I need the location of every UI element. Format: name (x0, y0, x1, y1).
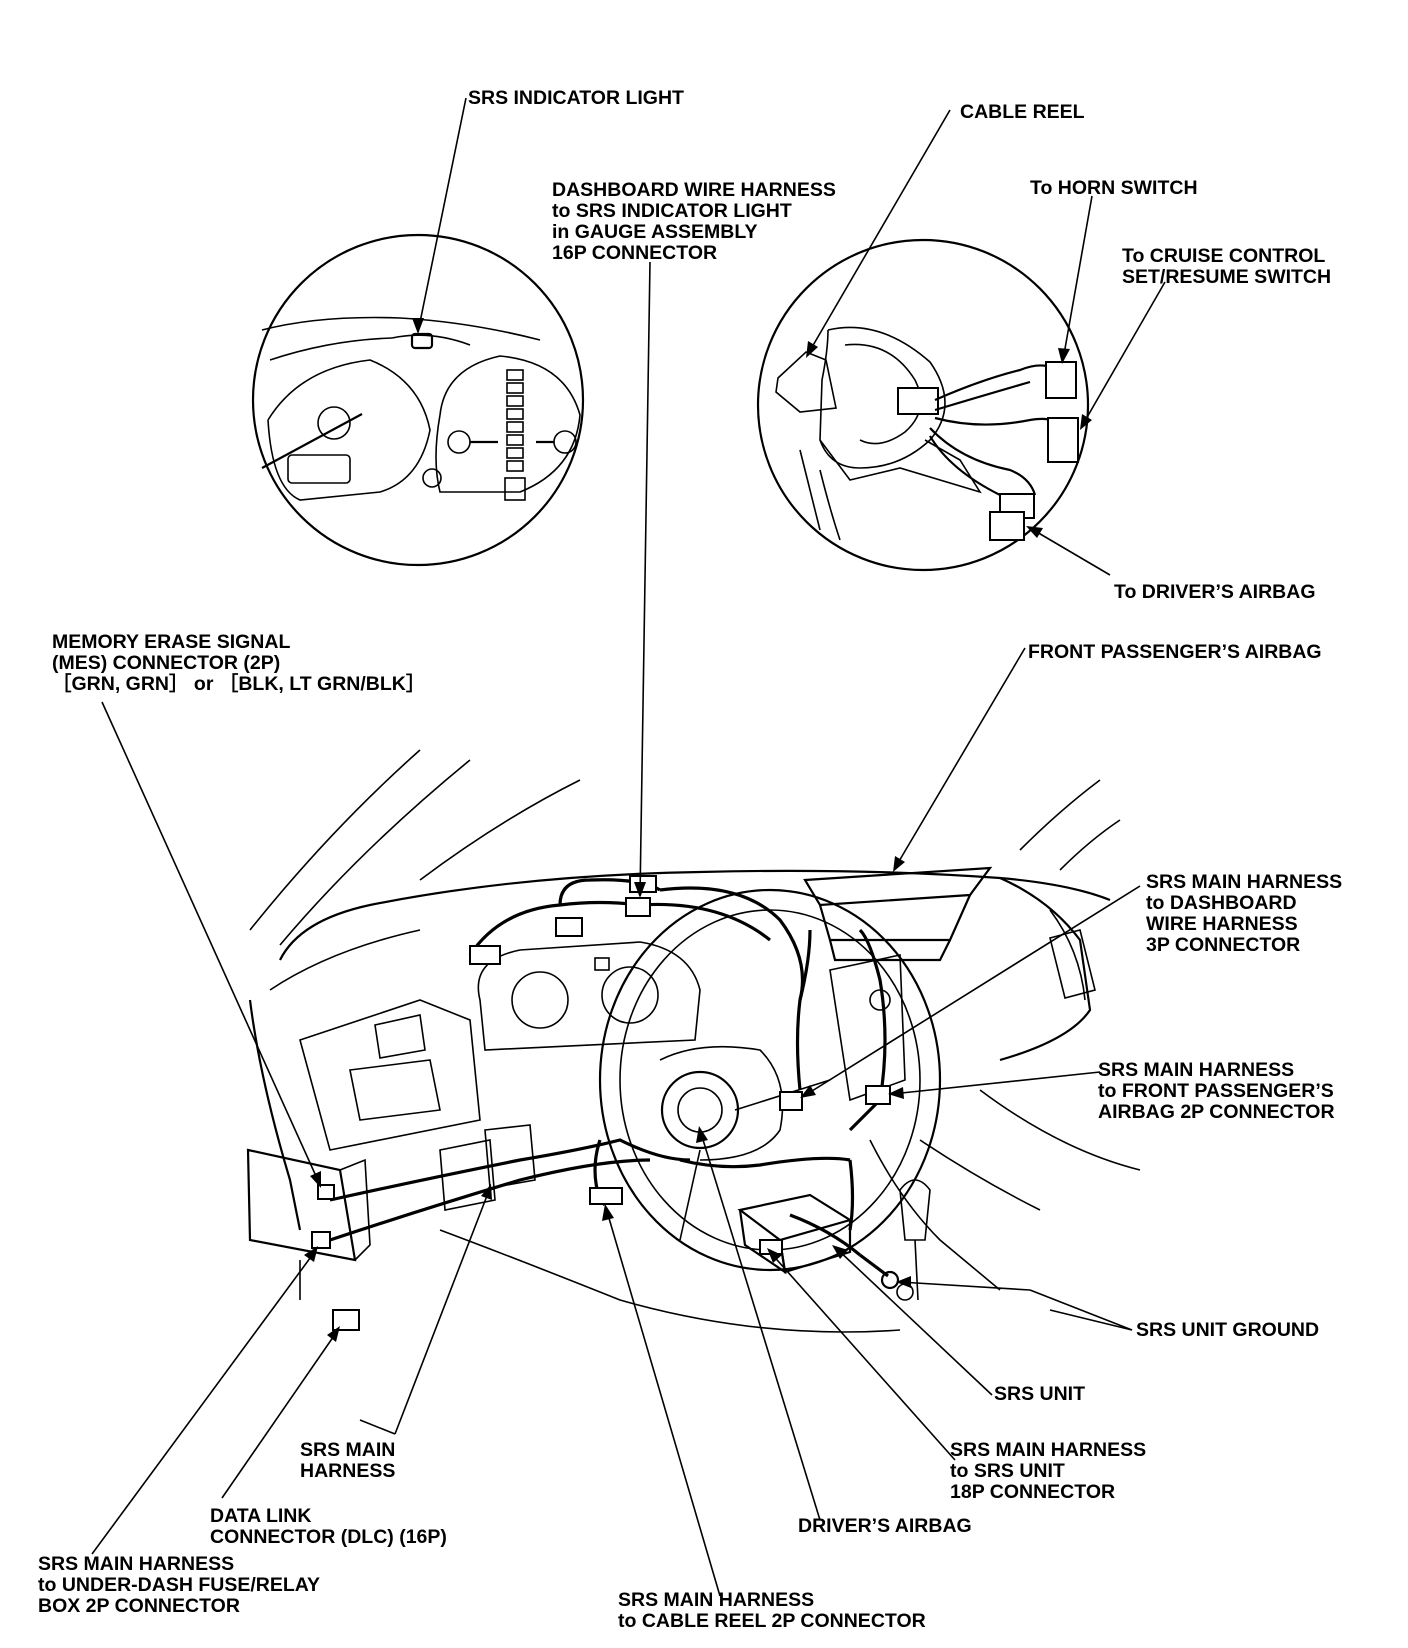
srs-main-harness (329, 875, 900, 1290)
label-line: to SRS INDICATOR LIGHT (552, 200, 792, 222)
label-line: DATA LINK (210, 1505, 312, 1527)
dashboard-illustration (246, 749, 1141, 1333)
label-line: To CRUISE CONTROL (1122, 245, 1326, 267)
label-line: 18P CONNECTOR (950, 1481, 1116, 1503)
label-line: To DRIVER’S AIRBAG (1114, 581, 1316, 603)
label-line: CONNECTOR (DLC) (16P) (210, 1526, 447, 1548)
under-dash-fuse-relay-box (246, 1148, 357, 1262)
label-line: SRS UNIT GROUND (1136, 1319, 1320, 1341)
label-line: SRS UNIT (994, 1383, 1086, 1405)
label-line: SET/RESUME SWITCH (1122, 266, 1332, 288)
label-line: CABLE REEL (960, 101, 1085, 123)
label-line: to DASHBOARD (1146, 892, 1297, 914)
label-line: SRS MAIN HARNESS (1146, 871, 1343, 893)
label-main-harness-cable-reel: SRS MAIN HARNESS to CABLE REEL 2P CONNEC… (618, 1590, 926, 1632)
drivers-airbag-connector (989, 511, 1025, 541)
label-line: To HORN SWITCH (1030, 177, 1198, 199)
label-line: to FRONT PASSENGER’S (1098, 1080, 1334, 1102)
label-drivers-airbag: DRIVER’S AIRBAG (798, 1516, 972, 1537)
label-line: SRS MAIN (300, 1439, 396, 1461)
label-cruise-control: To CRUISE CONTROL SET/RESUME SWITCH (1122, 246, 1331, 288)
cable-reel-detail-circle (756, 238, 1090, 572)
label-cable-reel: CABLE REEL (960, 102, 1085, 123)
label-line: WIRE HARNESS (1146, 913, 1298, 935)
gauge-detail-circle (251, 233, 585, 567)
horn-switch-connector (1045, 361, 1077, 399)
label-line: to UNDER-DASH FUSE/RELAY (38, 1574, 321, 1596)
label-line: SRS MAIN HARNESS (618, 1589, 815, 1611)
label-line: AIRBAG 2P CONNECTOR (1098, 1101, 1335, 1123)
label-line: SRS INDICATOR LIGHT (468, 87, 684, 109)
front-passenger-airbag-module (803, 866, 993, 907)
dlc-connector (332, 1309, 360, 1331)
steering-wheel (598, 888, 942, 1272)
label-line: to CABLE REEL 2P CONNECTOR (618, 1610, 926, 1632)
label-front-passenger-airbag: FRONT PASSENGER’S AIRBAG (1028, 642, 1322, 663)
label-mes-connector: MEMORY ERASE SIGNAL (MES) CONNECTOR (2P)… (52, 632, 425, 695)
label-main-harness-fuse-box: SRS MAIN HARNESS to UNDER-DASH FUSE/RELA… (38, 1554, 320, 1617)
label-line: MEMORY ERASE SIGNAL (52, 631, 291, 653)
dashboard-3p-connector (779, 1091, 803, 1111)
indicator-ladder (504, 369, 526, 501)
cable-reel-2p-connector (589, 1187, 623, 1205)
srs-unit-ground-point (880, 1270, 900, 1290)
label-line: to SRS UNIT (950, 1460, 1065, 1482)
label-line: DASHBOARD WIRE HARNESS (552, 179, 836, 201)
label-srs-unit-ground: SRS UNIT GROUND (1136, 1320, 1319, 1341)
cruise-control-connector (1047, 417, 1079, 463)
front-passenger-2p-connector (865, 1085, 891, 1105)
label-line: HARNESS (300, 1460, 396, 1482)
label-line: ［GRN, GRN］ or ［BLK, LT GRN/BLK］ (52, 673, 426, 695)
label-line: DRIVER’S AIRBAG (798, 1515, 972, 1537)
label-line: FRONT PASSENGER’S AIRBAG (1028, 641, 1322, 663)
label-main-harness-dashboard: SRS MAIN HARNESS to DASHBOARD WIRE HARNE… (1146, 872, 1342, 956)
leader-lines (91, 97, 1166, 1597)
srs-indicator-lamp (410, 332, 434, 350)
label-line: 3P CONNECTOR (1146, 934, 1301, 956)
label-drivers-airbag-top: To DRIVER’S AIRBAG (1114, 582, 1316, 603)
label-line: (MES) CONNECTOR (2P) (52, 652, 281, 674)
label-srs-main-harness: SRS MAIN HARNESS (300, 1440, 395, 1482)
dashboard-16p-connector (625, 897, 651, 917)
label-horn-switch: To HORN SWITCH (1030, 178, 1198, 199)
label-data-link-connector: DATA LINK CONNECTOR (DLC) (16P) (210, 1506, 447, 1548)
label-line: in GAUGE ASSEMBLY (552, 221, 758, 243)
label-line: 16P CONNECTOR (552, 242, 718, 264)
label-srs-unit: SRS UNIT (994, 1384, 1085, 1405)
label-dashboard-wire-harness: DASHBOARD WIRE HARNESS to SRS INDICATOR … (552, 180, 836, 264)
label-srs-indicator-light: SRS INDICATOR LIGHT (468, 88, 684, 109)
label-line: SRS MAIN HARNESS (950, 1439, 1147, 1461)
label-line: SRS MAIN HARNESS (1098, 1059, 1295, 1081)
label-line: SRS MAIN HARNESS (38, 1553, 235, 1575)
label-main-harness-srs-unit: SRS MAIN HARNESS to SRS UNIT 18P CONNECT… (950, 1440, 1146, 1503)
label-main-harness-front-passenger: SRS MAIN HARNESS to FRONT PASSENGER’S AI… (1098, 1060, 1335, 1123)
label-line: BOX 2P CONNECTOR (38, 1595, 240, 1617)
